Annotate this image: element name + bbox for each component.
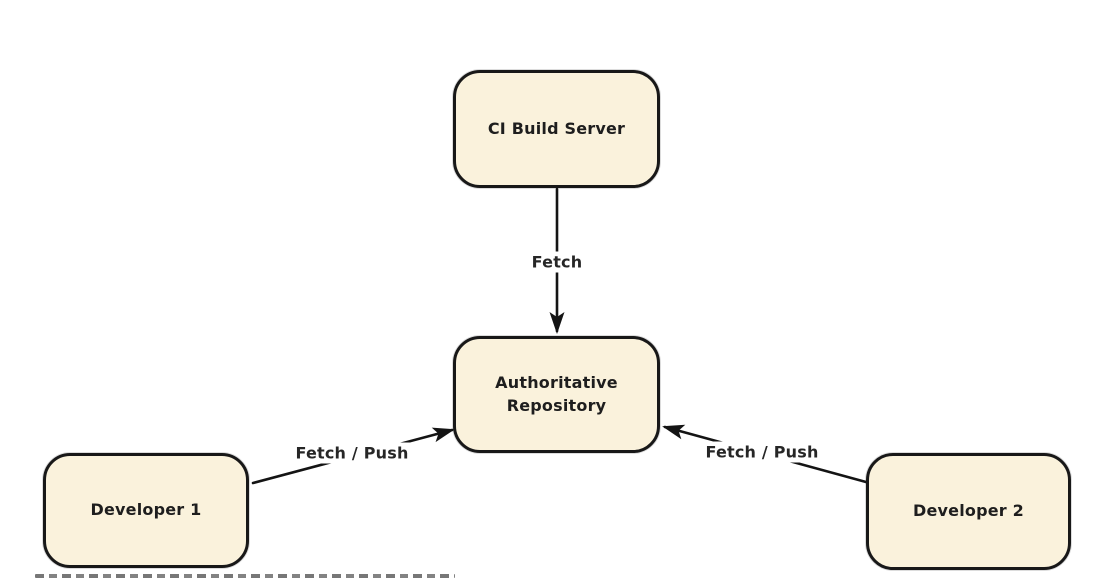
edge-label-fetch: Fetch <box>524 251 590 273</box>
node-authoritative-repository-label: Authoritative Repository <box>495 373 618 415</box>
node-ci-build-server-label: CI Build Server <box>487 118 626 138</box>
cropped-caption-fragment <box>35 574 455 578</box>
node-authoritative-repository: Authoritative Repository <box>453 336 660 453</box>
edge-label-fetch-push-dev2: Fetch / Push <box>698 441 826 463</box>
node-ci-build-server: CI Build Server <box>453 70 660 188</box>
node-developer-1: Developer 1 <box>43 453 249 568</box>
node-developer-2-label: Developer 2 <box>913 501 1024 521</box>
node-developer-1-label: Developer 1 <box>90 500 202 520</box>
node-developer-2: Developer 2 <box>866 453 1071 570</box>
edge-label-fetch-push-dev1: Fetch / Push <box>288 442 416 464</box>
